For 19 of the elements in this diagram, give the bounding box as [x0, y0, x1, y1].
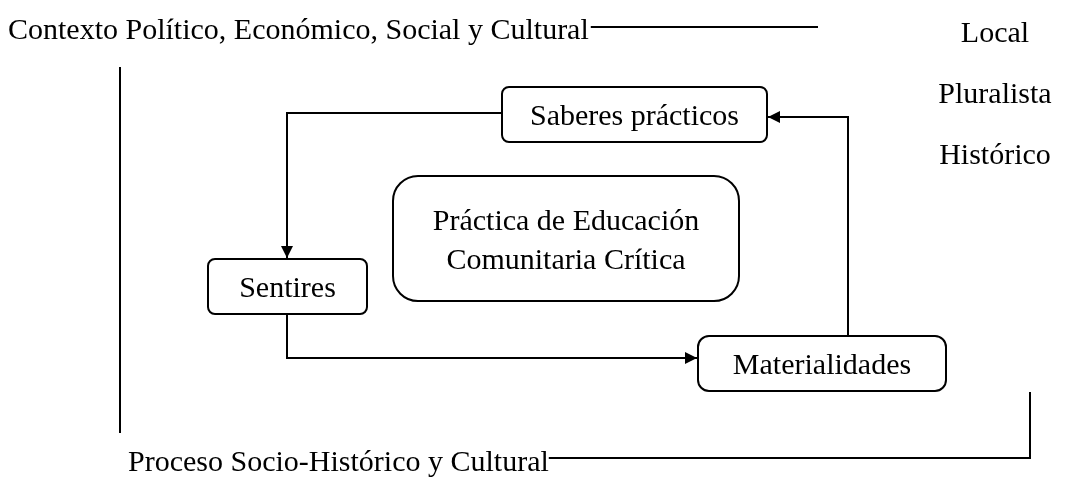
connector-line: [547, 391, 1031, 459]
process-box: [207, 258, 368, 315]
box-label: Sentires: [238, 269, 337, 305]
label-text: Proceso Socio-Histórico y Cultural: [128, 441, 549, 479]
process-box: [697, 335, 947, 392]
label-text: Histórico: [935, 134, 1055, 172]
box-label: Saberes prácticos: [528, 97, 741, 133]
connector-line: [119, 66, 121, 434]
arrow: [286, 314, 698, 364]
connector-line: [589, 26, 819, 28]
arrow: [281, 112, 502, 259]
label-text: Local: [950, 12, 1040, 50]
process-box: [501, 86, 768, 143]
process-box: [392, 175, 740, 302]
label-text: Pluralista: [935, 73, 1055, 111]
arrow: [767, 111, 849, 336]
box-label: Práctica de Educación Comunitaria Crítica: [431, 201, 701, 277]
box-label: Materialidades: [731, 346, 913, 382]
label-text: Contexto Político, Económico, Social y Cultural: [8, 8, 589, 48]
